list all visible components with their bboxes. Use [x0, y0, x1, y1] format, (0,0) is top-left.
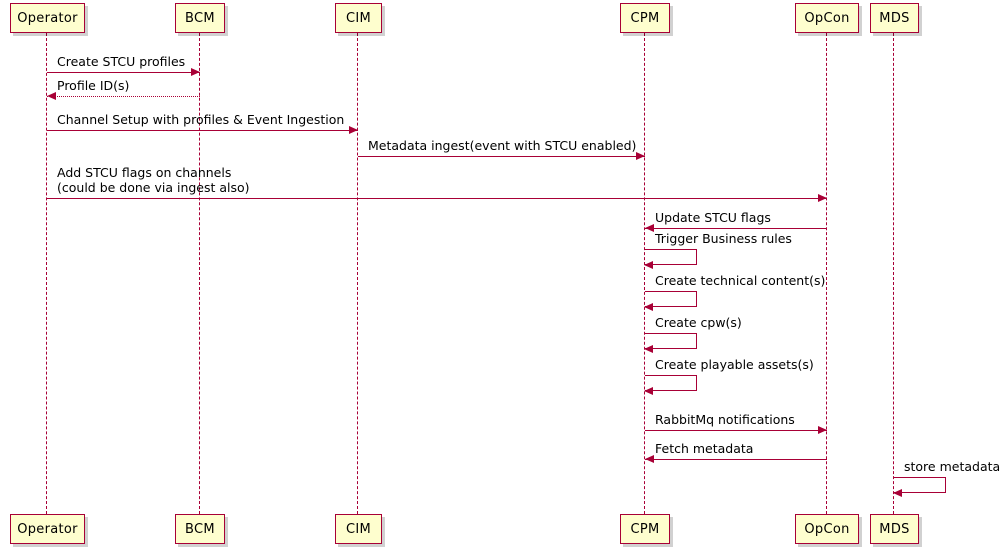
- arrowhead-10: [644, 386, 653, 395]
- participant-label-bcm: BCM: [185, 521, 215, 537]
- arrowhead-13: [893, 488, 902, 497]
- arrowhead-3: [349, 126, 358, 135]
- message-label-4: Metadata ingest(event with STCU enabled): [368, 138, 637, 153]
- arrowhead-1: [191, 68, 200, 77]
- message-label-2: Profile ID(s): [57, 78, 130, 93]
- participant-label-cim: CIM: [345, 10, 372, 26]
- participant-opcon-bottom[interactable]: OpCon: [795, 514, 859, 544]
- arrowhead-11: [818, 426, 827, 435]
- participant-cpm-top[interactable]: CPM: [620, 3, 670, 33]
- participant-mds-top[interactable]: MDS: [870, 3, 919, 33]
- self-loop-10[interactable]: [645, 375, 697, 391]
- message-line-1[interactable]: [47, 72, 200, 73]
- participant-label-cpm: CPM: [630, 10, 660, 26]
- participant-label-mds: MDS: [879, 10, 910, 26]
- message-label-8: Create technical content(s): [655, 273, 826, 288]
- participant-operator-top[interactable]: Operator: [10, 3, 85, 33]
- arrowhead-5: [818, 194, 827, 203]
- arrowhead-8: [644, 302, 653, 311]
- self-loop-7[interactable]: [645, 249, 697, 265]
- lifeline-mds: [893, 33, 895, 514]
- participant-label-operator: Operator: [17, 10, 78, 26]
- message-label-12: Fetch metadata: [655, 441, 754, 456]
- participant-bcm-top[interactable]: BCM: [175, 3, 225, 33]
- participant-mds-bottom[interactable]: MDS: [870, 514, 919, 544]
- participant-cpm-bottom[interactable]: CPM: [620, 514, 670, 544]
- lifeline-operator: [46, 33, 48, 514]
- message-line-3[interactable]: [47, 130, 358, 131]
- participant-label-cim: CIM: [345, 521, 372, 537]
- message-line-11[interactable]: [645, 430, 827, 431]
- message-label-10: Create playable assets(s): [655, 357, 814, 372]
- self-loop-9[interactable]: [645, 333, 697, 349]
- participant-label-opcon: OpCon: [804, 521, 850, 537]
- participant-opcon-top[interactable]: OpCon: [795, 3, 859, 33]
- participant-bcm-bottom[interactable]: BCM: [175, 514, 225, 544]
- message-label-7: Trigger Business rules: [655, 231, 792, 246]
- message-line-2[interactable]: [47, 96, 200, 97]
- message-label-11: RabbitMq notifications: [655, 412, 795, 427]
- arrowhead-6: [644, 224, 654, 233]
- arrowhead-7: [644, 260, 653, 269]
- participant-operator-bottom[interactable]: Operator: [10, 514, 85, 544]
- message-label-5: Add STCU flags on channels (could be don…: [57, 165, 250, 195]
- message-line-6[interactable]: [645, 228, 827, 229]
- participant-label-operator: Operator: [17, 521, 78, 537]
- participant-label-bcm: BCM: [185, 10, 215, 26]
- participant-cim-top[interactable]: CIM: [335, 3, 382, 33]
- participant-cim-bottom[interactable]: CIM: [335, 514, 382, 544]
- arrowhead-2: [46, 92, 56, 101]
- participant-label-opcon: OpCon: [804, 10, 850, 26]
- message-label-3: Channel Setup with profiles & Event Inge…: [57, 112, 345, 127]
- message-label-9: Create cpw(s): [655, 315, 742, 330]
- message-label-13: store metadata: [904, 459, 1001, 474]
- message-line-4[interactable]: [358, 156, 645, 157]
- message-line-12[interactable]: [645, 459, 827, 460]
- participant-label-mds: MDS: [879, 521, 910, 537]
- lifeline-opcon: [826, 33, 828, 514]
- lifeline-bcm: [199, 33, 201, 514]
- self-loop-13[interactable]: [894, 477, 946, 493]
- lifeline-cim: [357, 33, 359, 514]
- lifeline-cpm: [644, 33, 646, 514]
- self-loop-8[interactable]: [645, 291, 697, 307]
- arrowhead-12: [644, 455, 654, 464]
- arrowhead-4: [636, 152, 645, 161]
- participant-label-cpm: CPM: [630, 521, 660, 537]
- message-label-1: Create STCU profiles: [57, 54, 186, 69]
- arrowhead-9: [644, 344, 653, 353]
- message-label-6: Update STCU flags: [655, 210, 771, 225]
- message-line-5[interactable]: [47, 198, 827, 199]
